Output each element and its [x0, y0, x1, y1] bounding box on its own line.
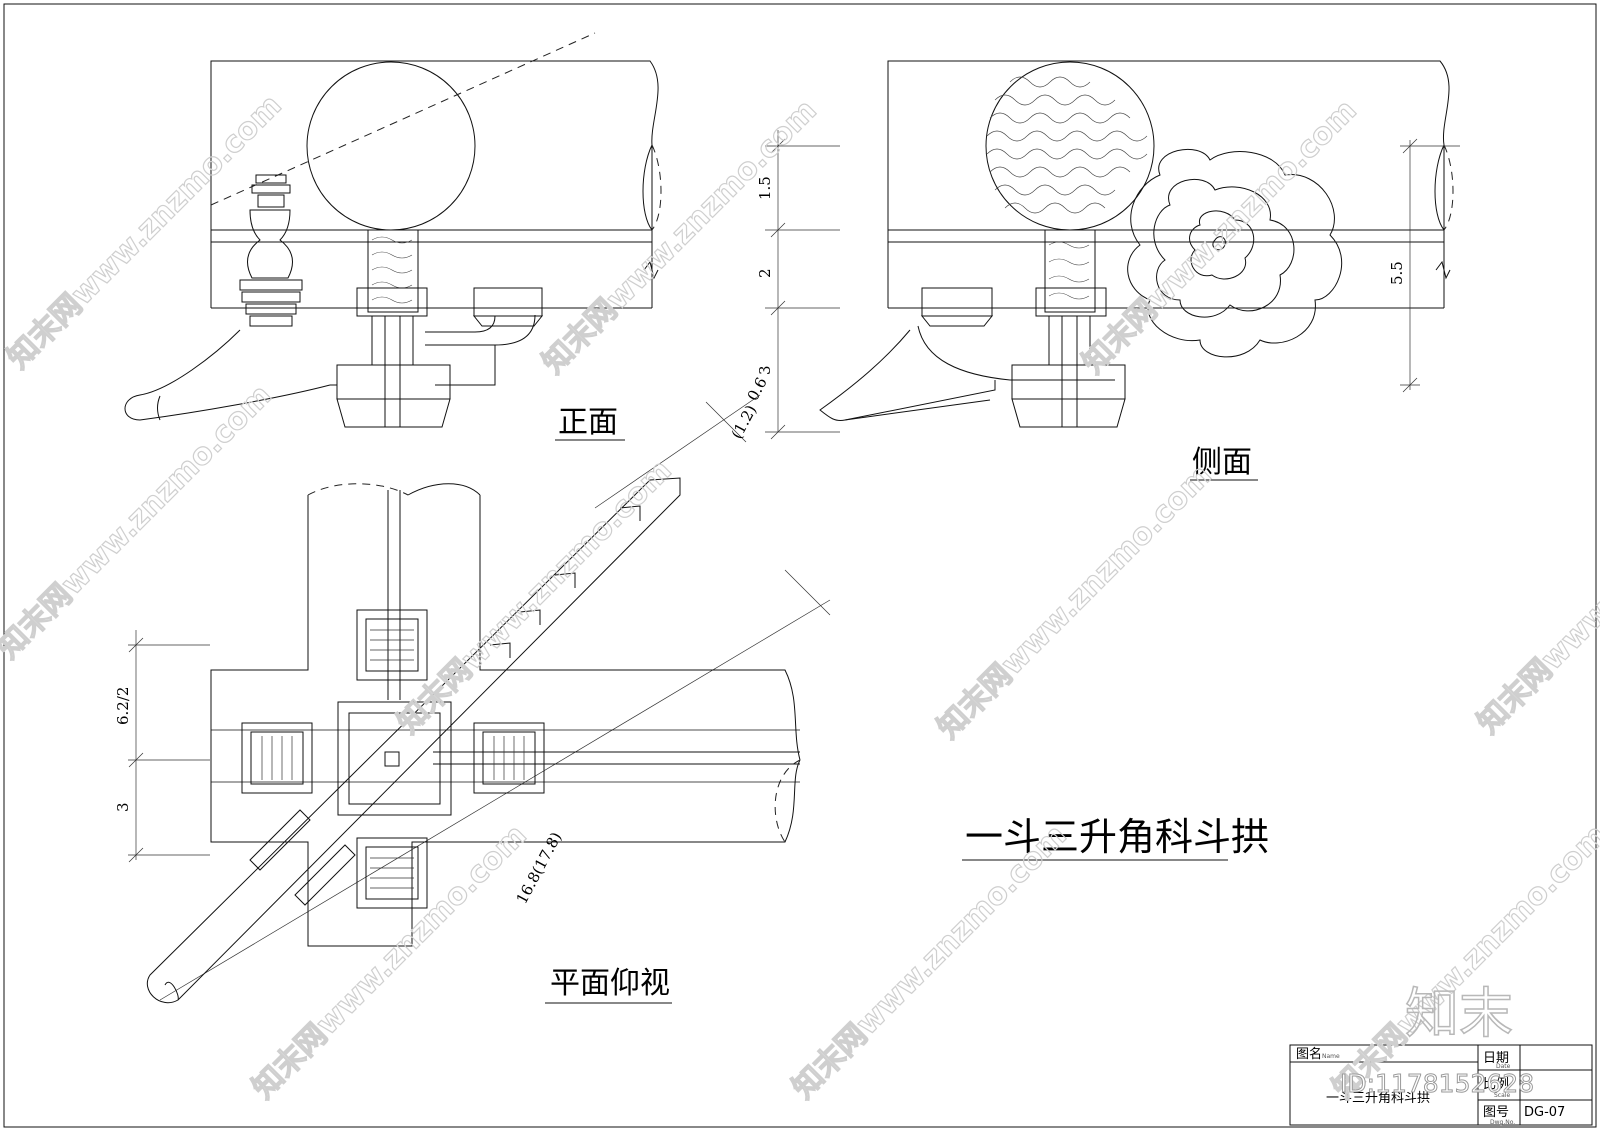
dim-6-2-2: 6.2/2 — [114, 687, 132, 725]
front-view — [124, 32, 662, 428]
watermark-text: 知末网www.znzmo.com — [786, 818, 1074, 1106]
watermark-logo: 知末 — [1405, 982, 1513, 1045]
dim-3: 3 — [756, 365, 774, 375]
dim-5-5: 5.5 — [1388, 261, 1406, 285]
title-block-drawing-no-label-en: Dwg.No. — [1490, 1119, 1515, 1126]
watermark-text: 知末网www.znzmo.com — [391, 453, 679, 741]
watermark-text: 知末网www.znzmo.com — [1, 88, 289, 376]
front-view-label: 正面 — [558, 405, 618, 440]
dim-3-plan: 3 — [114, 802, 132, 812]
title-block-scale-label-en: Scale — [1494, 1092, 1510, 1099]
dimension-lines — [128, 130, 1460, 1001]
title-block — [1289, 1044, 1593, 1126]
dim-1-5: 1.5 — [756, 176, 774, 200]
watermark-text: 知末网www.znzmo.com — [246, 818, 534, 1106]
title-block-date-label-en: Date — [1496, 1063, 1511, 1070]
watermark-layer: 知末网www.znzmo.com 知末网www.znzmo.com 知末网www… — [0, 87, 1600, 1106]
watermark-text: 知末网www.znzmo.com — [0, 378, 279, 666]
title-block-name-label: 图名 — [1296, 1046, 1322, 1062]
main-title: 一斗三升角科斗拱 — [965, 815, 1269, 859]
watermark-text: 知末网www.znzmo.com — [931, 458, 1219, 746]
side-view-label: 侧面 — [1192, 445, 1252, 480]
side-view — [819, 60, 1454, 428]
title-block-drawing-name: 一斗三升角科斗拱 — [1326, 1091, 1430, 1106]
title-block-drawing-no: DG-07 — [1524, 1105, 1565, 1120]
watermark-text: 知末网www.znzmo.com — [1326, 818, 1600, 1106]
title-block-scale-label: 比例 — [1483, 1077, 1509, 1092]
watermark-text: 知末网www.znzmo.com — [1471, 453, 1600, 741]
dim-2: 2 — [756, 268, 774, 278]
watermark-text: 知末网www.znzmo.com — [536, 93, 824, 381]
title-block-date-label: 日期 — [1483, 1051, 1509, 1066]
title-block-name-label-en: Name — [1322, 1053, 1340, 1060]
sheet-border — [3, 3, 1597, 1128]
title-block-drawing-no-label: 图号 — [1483, 1105, 1509, 1120]
watermark-text: 知末网www.znzmo.com — [1076, 93, 1364, 381]
plan-view-label: 平面仰视 — [550, 966, 670, 1001]
watermark-id: ID:1178152628 — [1340, 1069, 1534, 1098]
dim-1-2: (1.2) — [728, 402, 761, 442]
dim-0-6: 0.6 — [744, 374, 771, 404]
plan-view — [146, 477, 801, 1004]
